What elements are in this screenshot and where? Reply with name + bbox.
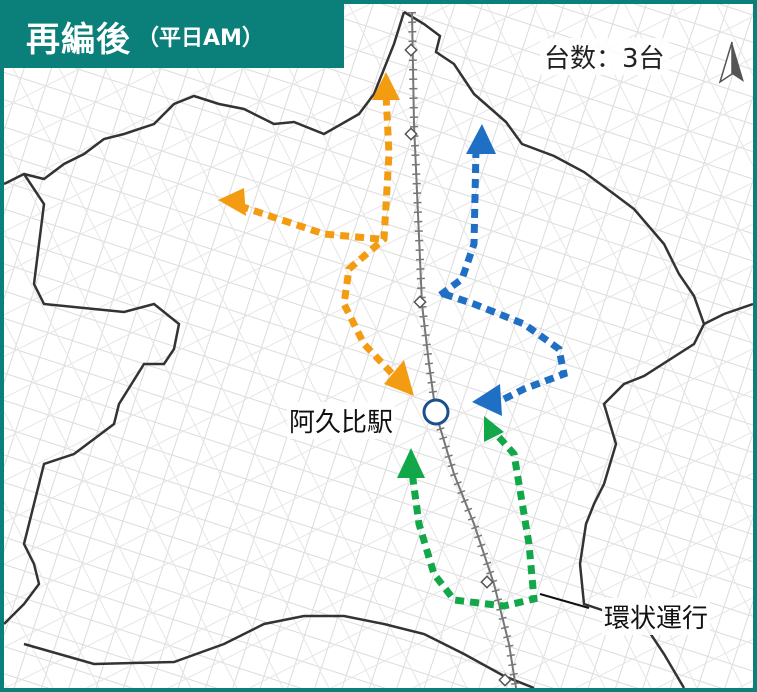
blue-route-north [436,148,480,299]
orange-arrowhead-north [372,72,400,100]
rail-stop-3 [413,295,427,309]
green-arrowhead-up [397,448,425,478]
orange-arrowheads [218,72,414,396]
green-arrowhead-start [484,416,504,442]
orange-route-group [232,93,405,387]
page-title: 再編後 [26,19,131,60]
north-arrow-icon [718,41,744,84]
blue-route-east-loop [442,290,569,403]
green-route-loop [408,423,538,610]
district-boundaries [4,10,753,688]
blue-arrowhead-north [466,124,496,154]
rail-stations [404,43,512,687]
green-arrowheads [397,416,504,478]
rail-stop-4 [480,575,494,589]
boundary-west [4,173,181,625]
blue-arrowheads [466,124,502,416]
blue-arrowhead-station [472,384,502,416]
rail-stop-1 [404,43,418,57]
orange-route-north [340,93,405,387]
boundary-south [23,614,535,688]
title-banner: 再編後 （平日AM） [4,4,344,68]
blue-route-group [436,148,569,403]
boundary-north [4,11,406,186]
station-name-label: 阿久比駅 [287,402,396,439]
rail-stop-5 [498,673,512,687]
rail-stop-2 [404,127,418,141]
boundary-main [403,10,706,688]
page-subtitle: （平日AM） [137,26,264,51]
boundary-east [703,302,753,326]
street-grid-secondary [4,4,753,688]
loop-leader-line [539,593,590,609]
orange-arrowhead-west [218,188,246,216]
green-route-group [408,423,538,610]
orange-arrowhead-station [384,360,414,396]
map-canvas [4,4,753,688]
station-marker [422,398,450,426]
vehicle-count-label: 台数：3台 [540,38,669,75]
loop-route-label: 環状運行 [602,598,711,635]
